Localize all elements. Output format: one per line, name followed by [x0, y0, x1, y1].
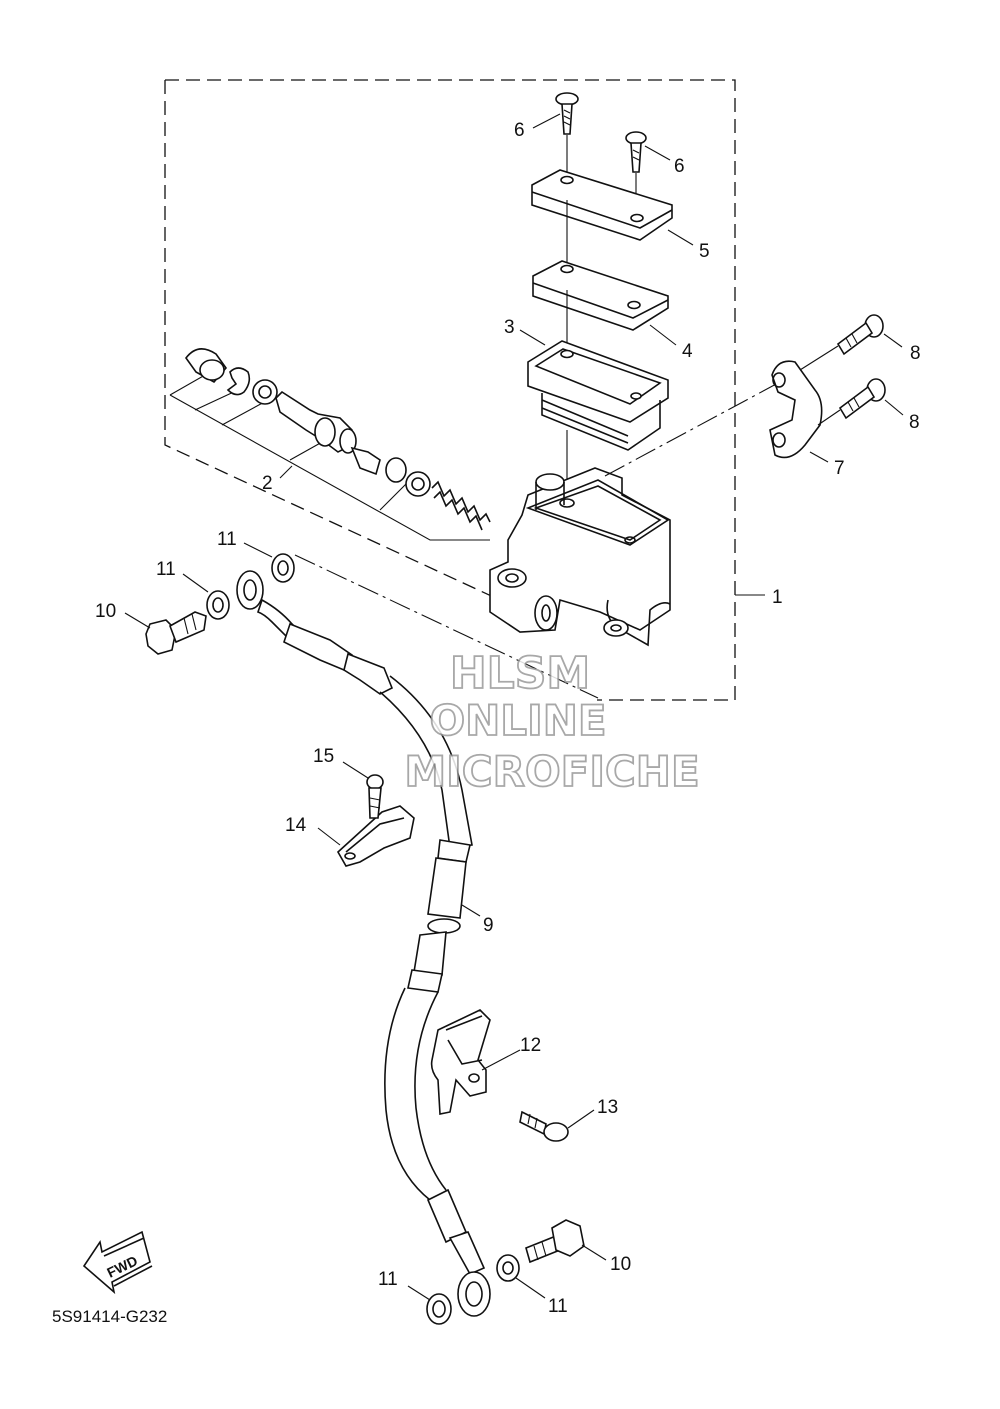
callout-10a: 10 — [95, 601, 116, 622]
callout-6b: 6 — [674, 156, 685, 177]
diaphragm-3 — [527, 340, 669, 500]
union-bolt-10-left — [145, 611, 207, 655]
callout-9: 9 — [483, 915, 494, 936]
master-cylinder-kit-2 — [169, 348, 491, 541]
holder-clamp-7 — [769, 360, 823, 459]
callout-6a: 6 — [514, 120, 525, 141]
callout-8a: 8 — [910, 343, 921, 364]
diaphragm-plate-4 — [532, 260, 669, 352]
watermark: HLSM ONLINE MICROFICHE — [403, 647, 700, 797]
callout-11d: 11 — [378, 1269, 398, 1290]
watermark-line-3: MICROFICHE — [404, 747, 699, 796]
callout-4: 4 — [682, 341, 693, 362]
watermark-line-1: HLSM — [450, 648, 590, 699]
callout-5: 5 — [699, 241, 710, 262]
forward-arrow-icon: FWD — [82, 1230, 153, 1295]
bolt-13 — [519, 1110, 569, 1142]
callout-2: 2 — [262, 473, 273, 494]
callout-11a: 11 — [217, 529, 237, 550]
callout-7: 7 — [834, 458, 845, 479]
screw-6a — [555, 92, 579, 176]
brake-hose-9 — [236, 570, 491, 1317]
callout-10b: 10 — [610, 1254, 631, 1275]
callout-14: 14 — [285, 815, 307, 836]
bolt-8a — [799, 314, 884, 371]
assembly-boundary — [164, 79, 765, 701]
bolt-15 — [366, 774, 384, 819]
reservoir-cap-5 — [531, 169, 673, 268]
callout-labels: 1 2 3 4 5 6 6 7 8 8 9 10 10 11 11 11 11 … — [95, 120, 921, 1317]
callout-1: 1 — [772, 587, 783, 608]
gasket-11-c — [496, 1254, 520, 1282]
callout-15: 15 — [313, 746, 334, 767]
union-bolt-10-right — [525, 1219, 585, 1264]
callout-8b: 8 — [909, 412, 920, 433]
diagram-part-code: 5S91414-G232 — [52, 1307, 167, 1326]
gasket-11-a — [206, 590, 230, 620]
callout-3: 3 — [504, 317, 515, 338]
callout-13: 13 — [597, 1097, 618, 1118]
watermark-line-2: ONLINE — [429, 696, 606, 745]
callout-11c: 11 — [548, 1296, 568, 1317]
gasket-11-d — [426, 1293, 452, 1325]
callout-11b: 11 — [156, 559, 176, 580]
leader-lines — [124, 113, 904, 1301]
hose-holder-14 — [336, 805, 415, 867]
hose-holder-12 — [430, 1009, 491, 1115]
master-cylinder-body-1 — [489, 467, 671, 647]
bolt-8b — [817, 378, 886, 426]
gasket-11-b — [271, 553, 295, 583]
callout-12: 12 — [520, 1035, 541, 1056]
